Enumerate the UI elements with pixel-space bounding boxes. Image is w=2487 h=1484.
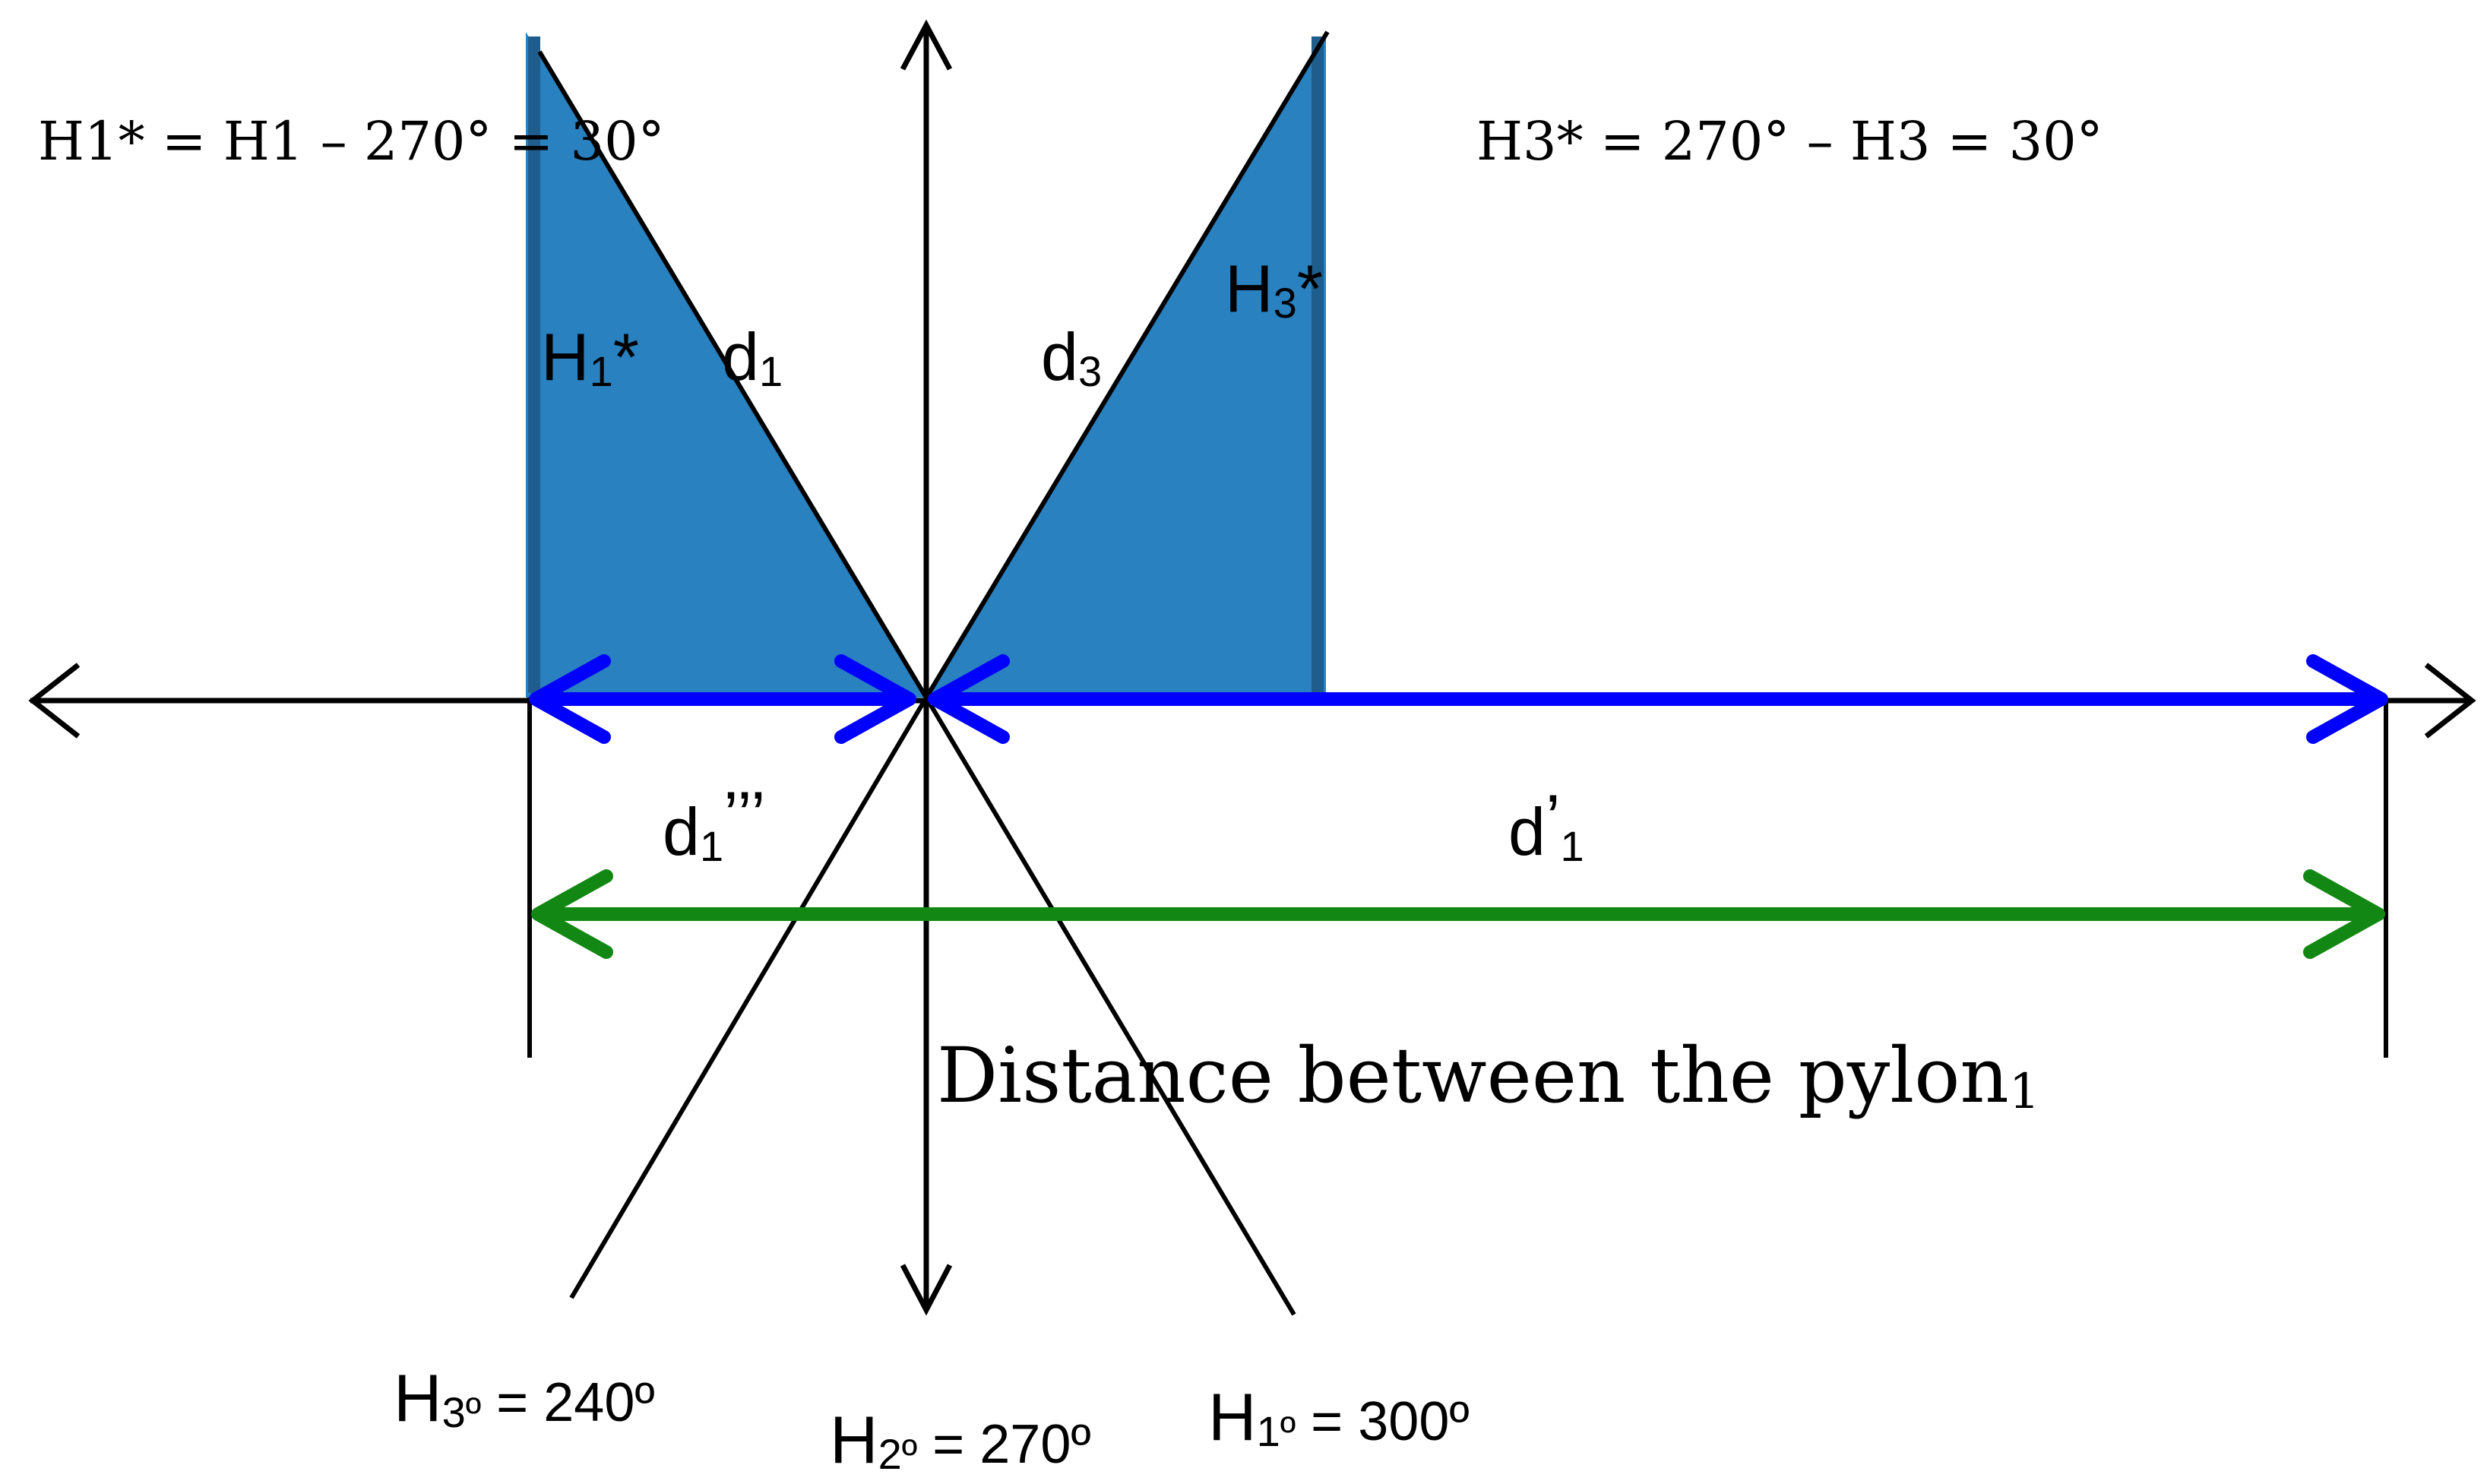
d1-triple-prime-blue-arrow	[529, 654, 916, 744]
d3-label: d3	[1041, 319, 1102, 395]
d1-label: d1	[722, 319, 783, 395]
pylon-distance-green-arrow	[531, 869, 2385, 959]
h3-star-label: H3*	[1225, 251, 1323, 327]
d1-prime-blue-arrow	[928, 654, 2388, 744]
d1-prime-label: d’1	[1508, 780, 1584, 870]
heading-h2-label: H2º = 270º	[830, 1402, 1091, 1478]
vertical-axis	[900, 19, 953, 1316]
h3-star-formula: H3* = 270° – H3 = 30°	[1476, 110, 2103, 172]
h1-star-formula: H1* = H1 – 270° = 30°	[38, 110, 665, 172]
heading-h1-line	[924, 696, 1296, 1316]
pylon-distance-caption: Distance between the pylon1	[937, 1031, 2040, 1120]
heading-h3-label: H3º = 240º	[394, 1360, 655, 1436]
h1-star-label: H1*	[541, 319, 639, 395]
d1-hypotenuse	[537, 50, 929, 699]
d3-hypotenuse	[924, 30, 1330, 699]
d1-triple-prime-label: d1’’’	[663, 777, 766, 870]
heading-h1-label: H1º = 300º	[1208, 1379, 1470, 1455]
heading-h3-line	[569, 696, 929, 1299]
